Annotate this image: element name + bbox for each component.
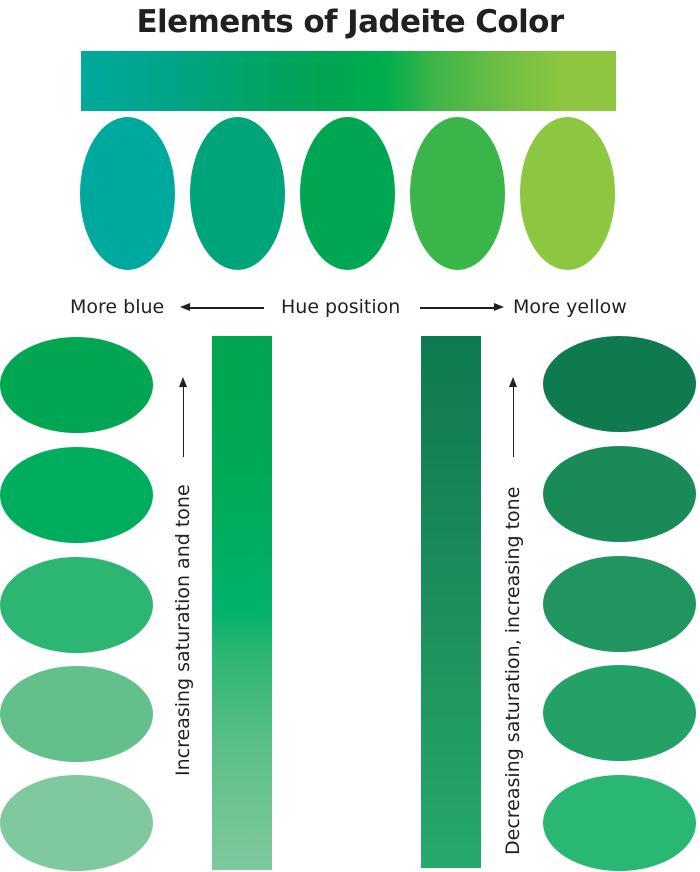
left-swatch-2 — [0, 447, 153, 543]
hue-gradient-bar — [81, 51, 616, 111]
more-blue-label: More blue — [70, 296, 165, 318]
left-swatch-1 — [0, 337, 153, 433]
right-saturation-bar — [421, 336, 481, 868]
arrow-right-line — [420, 307, 496, 309]
right-swatch-4 — [543, 665, 696, 761]
arrow-up-right-icon — [509, 377, 517, 387]
more-yellow-label: More yellow — [513, 296, 627, 318]
diagram-title: Elements of Jadeite Color — [136, 4, 564, 40]
left-swatch-5 — [0, 775, 153, 871]
arrow-right-icon — [494, 303, 504, 311]
right-swatch-2 — [543, 446, 696, 542]
hue-swatch-2 — [190, 117, 285, 270]
right-swatch-1 — [543, 336, 696, 432]
right-swatch-3 — [543, 556, 696, 652]
decreasing-saturation-label: Decreasing saturation, increasing tone — [502, 486, 524, 855]
arrow-up-right-line — [512, 385, 514, 457]
hue-swatch-4 — [410, 117, 505, 270]
arrow-up-left-icon — [179, 377, 187, 387]
left-swatch-3 — [0, 557, 153, 653]
increasing-saturation-label: Increasing saturation and tone — [172, 484, 194, 776]
arrow-up-left-line — [182, 385, 184, 457]
right-swatch-5 — [543, 775, 696, 871]
hue-swatch-3 — [300, 117, 395, 270]
arrow-left-line — [188, 307, 264, 309]
hue-position-label: Hue position — [281, 296, 401, 318]
left-swatch-4 — [0, 666, 153, 762]
hue-swatch-1 — [80, 117, 175, 270]
hue-swatch-5 — [520, 117, 615, 270]
left-saturation-bar — [212, 336, 272, 870]
arrow-left-icon — [180, 303, 190, 311]
